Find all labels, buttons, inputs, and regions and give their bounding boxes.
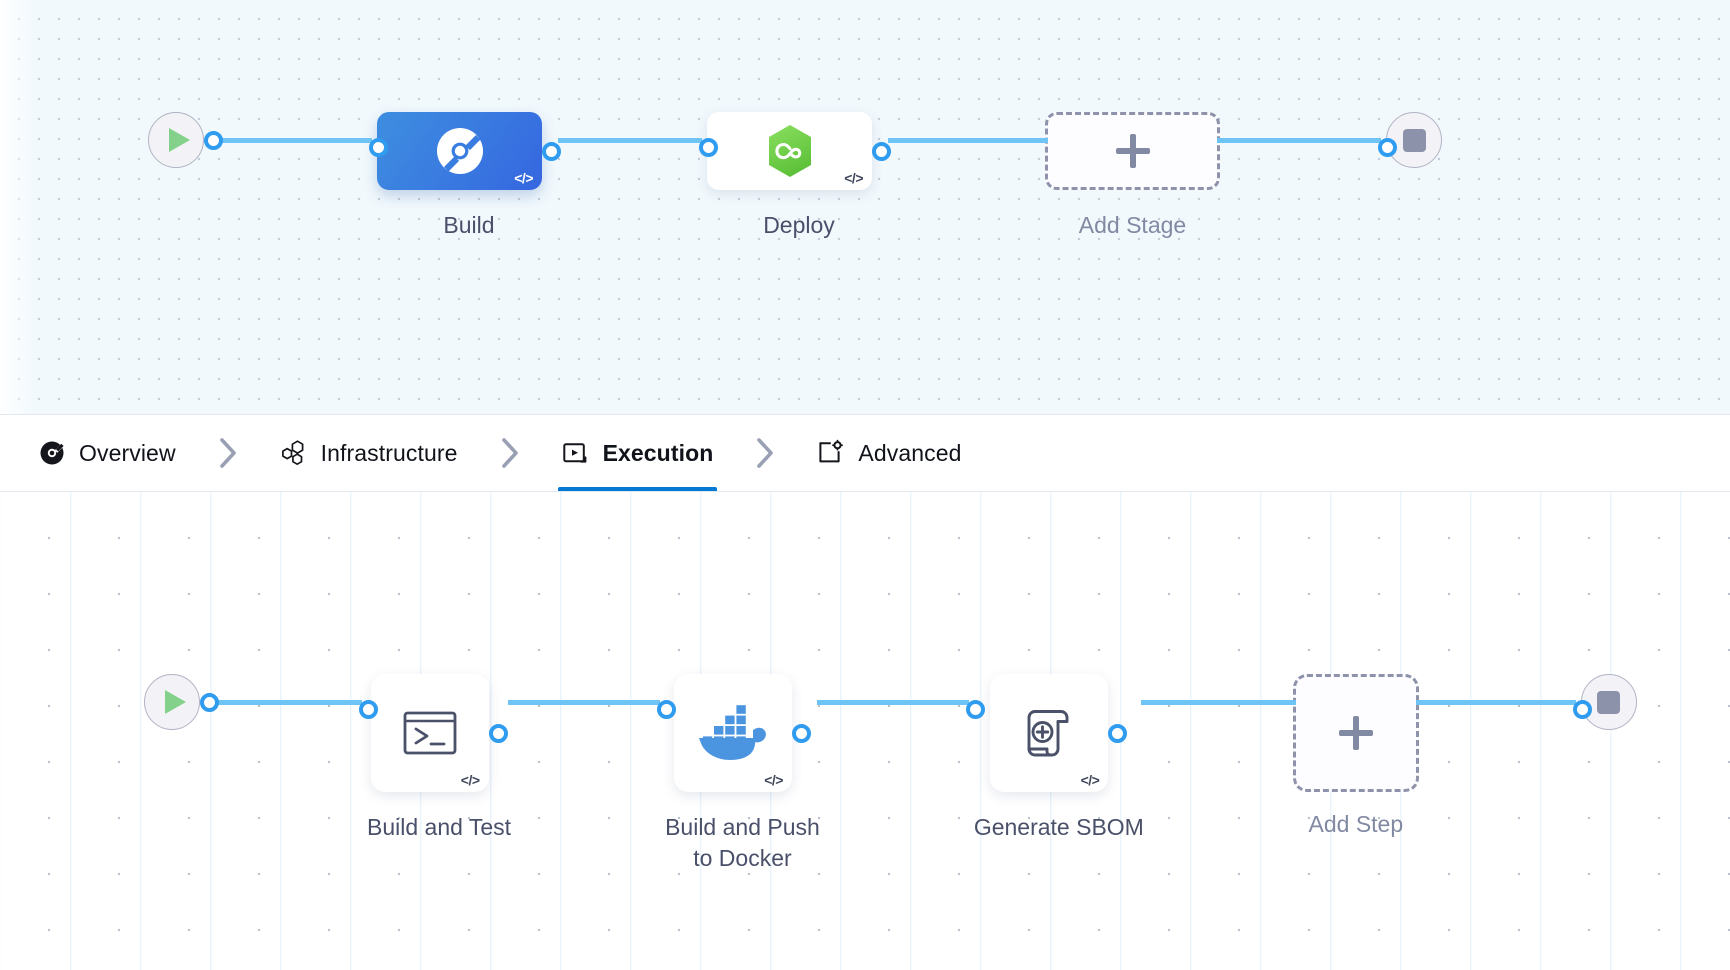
stage-connector-4 — [1217, 137, 1381, 143]
add-stage-button[interactable] — [1045, 112, 1220, 190]
add-stage-label: Add Stage — [1078, 212, 1187, 238]
execution-start-node[interactable] — [144, 674, 200, 730]
stage-node-deploy[interactable]: </> Deploy — [707, 112, 891, 241]
tab-infrastructure-label: Infrastructure — [320, 439, 458, 466]
plus-icon — [1115, 134, 1150, 168]
tab-separator — [717, 415, 813, 491]
play-icon — [168, 128, 190, 152]
stage-start-wrap — [148, 112, 223, 168]
stage-node-build[interactable]: </> Build — [377, 112, 561, 241]
terminal-icon — [403, 711, 456, 755]
code-badge: </> — [514, 170, 533, 186]
connector-dot[interactable] — [699, 137, 718, 157]
stage-box-build[interactable]: </> — [377, 112, 542, 190]
connector-dot[interactable] — [542, 141, 561, 161]
step-connector-5 — [1415, 699, 1576, 705]
tab-execution[interactable]: Execution — [557, 415, 718, 491]
code-badge: </> — [460, 772, 480, 788]
step-connector-2 — [508, 699, 661, 705]
chevron-right-icon — [219, 438, 236, 468]
step-box-build-and-test[interactable]: </> — [370, 674, 489, 792]
step-label-build-and-test: Build and Test — [367, 814, 512, 840]
connector-dot[interactable] — [204, 130, 223, 150]
step-connector-1 — [216, 699, 362, 705]
step-connector-3 — [816, 699, 969, 705]
step-box-docker[interactable]: </> — [673, 674, 792, 792]
pipeline-start-node[interactable] — [148, 112, 204, 168]
stage-connector-3 — [888, 137, 1048, 143]
tab-overview[interactable]: Overview — [34, 415, 180, 491]
harness-cd-icon — [768, 125, 811, 177]
stop-icon — [1402, 128, 1426, 152]
stage-box-deploy[interactable]: </> — [707, 112, 872, 190]
code-badge: </> — [764, 772, 783, 788]
stage-end-wrap — [1386, 112, 1442, 168]
connector-dot[interactable] — [657, 699, 677, 719]
connector-dot[interactable] — [200, 692, 219, 712]
connector-dot[interactable] — [359, 699, 378, 719]
docker-icon — [698, 705, 766, 760]
tab-separator — [462, 415, 558, 491]
stage-label-build: Build — [443, 212, 495, 238]
step-start-wrap — [144, 674, 219, 730]
step-box-generate-sbom[interactable]: </> — [990, 674, 1109, 792]
pipeline-end-node[interactable] — [1386, 112, 1442, 168]
connector-dot[interactable] — [1572, 699, 1592, 719]
add-step-button[interactable] — [1292, 674, 1419, 792]
step-pipeline-row: </> Build and Test — [144, 674, 1637, 874]
chevron-right-icon — [757, 438, 774, 468]
connector-dot[interactable] — [1378, 137, 1397, 157]
execution-end-node[interactable] — [1580, 674, 1637, 730]
add-step-label: Add Step — [1308, 811, 1404, 837]
tab-separator — [180, 415, 276, 491]
connector-dot[interactable] — [965, 699, 985, 719]
stage-pipeline-row: </> Build — [148, 112, 1442, 241]
execution-play-icon — [562, 439, 590, 467]
step-node-build-and-test[interactable]: </> Build and Test — [367, 674, 511, 843]
step-end-wrap — [1580, 674, 1637, 730]
plus-icon — [1338, 716, 1373, 750]
step-label-generate-sbom: Generate SBOM — [973, 814, 1144, 840]
step-node-generate-sbom[interactable]: </> Generate SBOM — [974, 674, 1144, 843]
chevron-right-icon — [501, 438, 518, 468]
tab-advanced-label: Advanced — [858, 439, 962, 466]
stage-canvas[interactable]: </> Build — [0, 0, 1730, 414]
step-connector-4 — [1140, 699, 1296, 705]
connector-dot[interactable] — [791, 723, 811, 743]
stage-connector-1 — [220, 137, 372, 143]
stop-icon — [1597, 690, 1621, 714]
add-stage-node[interactable]: Add Stage — [1045, 112, 1220, 241]
step-label-docker: Build and Push to Docker — [665, 814, 820, 871]
sbom-scroll-icon — [1027, 710, 1069, 757]
code-badge: </> — [844, 170, 863, 186]
hexagons-icon — [280, 439, 308, 467]
connector-dot[interactable] — [1108, 723, 1128, 743]
connector-dot[interactable] — [488, 723, 508, 743]
tab-infrastructure[interactable]: Infrastructure — [276, 415, 462, 491]
harness-ci-icon — [436, 128, 483, 174]
stage-config-tabbar: Overview Infrastructure — [0, 414, 1730, 492]
step-node-docker[interactable]: </> Build and Push to Docker — [665, 674, 820, 874]
play-icon — [164, 690, 186, 714]
tab-advanced[interactable]: Advanced — [813, 415, 965, 491]
connector-dot[interactable] — [369, 137, 388, 157]
execution-canvas[interactable]: </> Build and Test — [0, 492, 1730, 970]
stage-connector-2 — [558, 137, 702, 143]
harness-logo-icon — [38, 439, 66, 467]
stage-label-deploy: Deploy — [763, 212, 835, 238]
tab-execution-label: Execution — [602, 439, 714, 466]
tab-overview-label: Overview — [79, 439, 176, 466]
connector-dot[interactable] — [872, 141, 891, 161]
advanced-gear-icon — [817, 439, 845, 467]
add-step-node[interactable]: Add Step — [1292, 674, 1419, 840]
code-badge: </> — [1080, 772, 1100, 788]
